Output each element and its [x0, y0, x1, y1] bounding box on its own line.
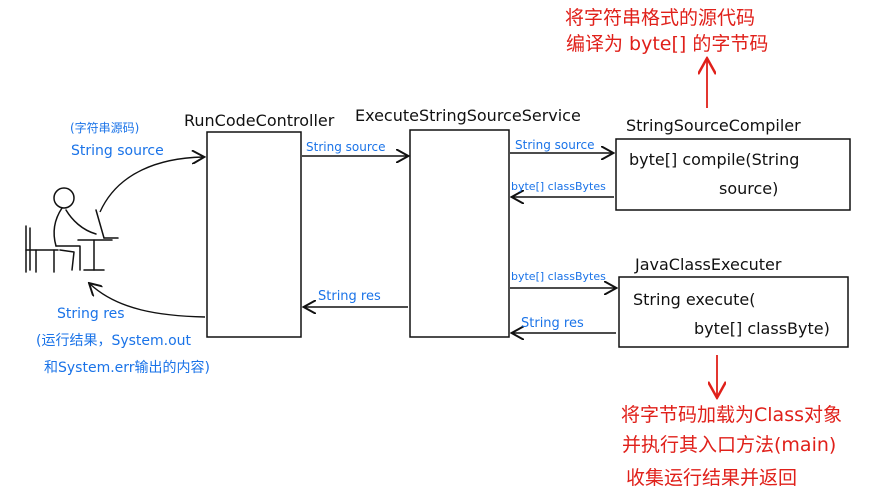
- ctrl-to-service-label: String source: [306, 140, 385, 154]
- execute-signature-line2: byte[] classByte): [694, 319, 830, 338]
- user-at-computer-icon: [25, 187, 119, 273]
- bottom-annotation-line3: 收集运行结果并返回: [626, 467, 797, 489]
- user-source-note: (字符串源码): [70, 120, 139, 135]
- top-annotation-line2: 编译为 byte[] 的字节码: [566, 33, 768, 55]
- user-res-note-line2: 和System.err输出的内容): [44, 359, 210, 376]
- bottom-annotation-line1: 将字节码加载为Class对象: [621, 404, 842, 426]
- user-res-label: String res: [57, 306, 125, 322]
- service-to-ctrl-label: String res: [318, 289, 381, 304]
- ctrl-to-user-arrow: [90, 284, 206, 318]
- executer-box: [618, 276, 849, 348]
- compile-signature-line2: source): [719, 179, 778, 198]
- execute-service-title: ExecuteStringSourceService: [355, 106, 581, 125]
- executer-return-label: String res: [521, 316, 584, 331]
- user-source-label: String source: [71, 143, 164, 159]
- compiler-return-label: byte[] classBytes: [511, 180, 606, 193]
- user-res-note-line1: (运行结果，System.out: [36, 333, 192, 349]
- run-code-controller-box: [206, 131, 302, 338]
- top-annotation-line1: 将字符串格式的源代码: [565, 7, 755, 29]
- user-to-ctrl-arrow: [99, 157, 203, 213]
- compiler-box: [615, 138, 851, 211]
- run-code-controller-title: RunCodeController: [184, 111, 335, 130]
- compile-signature-line1: byte[] compile(String: [629, 150, 799, 169]
- compiler-title: StringSourceCompiler: [626, 116, 801, 135]
- executer-title: JavaClassExecuter: [634, 255, 782, 274]
- execute-service-box: [409, 129, 510, 338]
- service-to-compiler-label: String source: [515, 138, 594, 152]
- service-to-executer-label: byte[] classBytes: [511, 270, 606, 283]
- execute-signature-line1: String execute(: [633, 290, 756, 309]
- bottom-annotation-line2: 并执行其入口方法(main): [622, 434, 836, 456]
